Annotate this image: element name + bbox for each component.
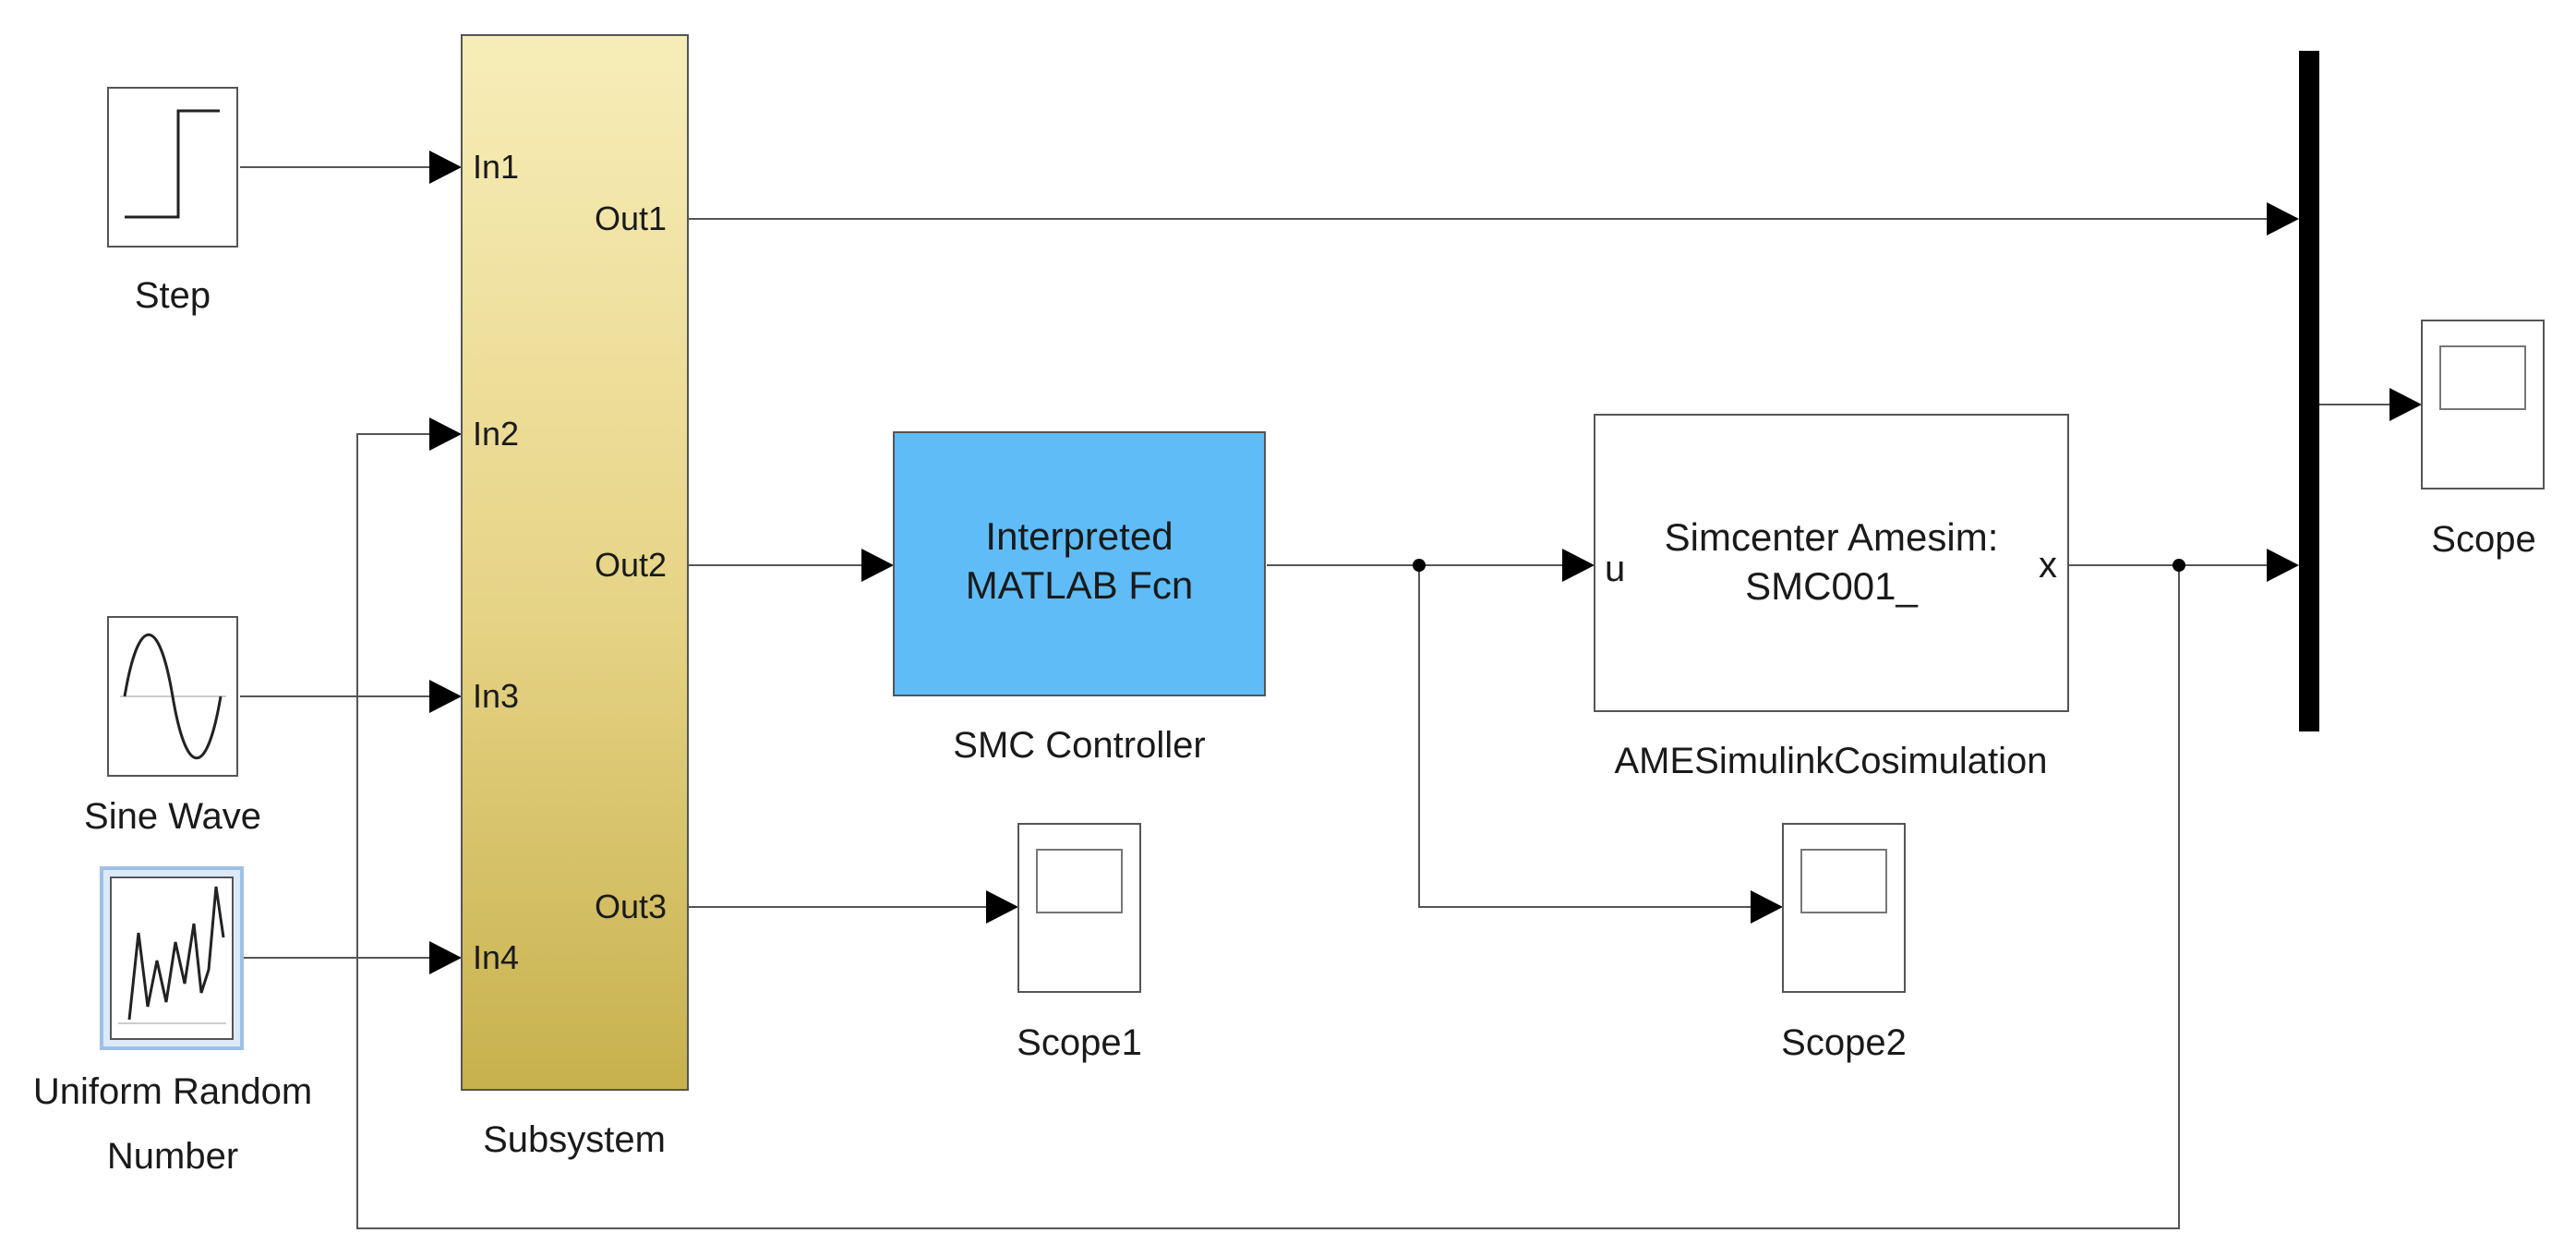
scope-screen-icon [2439,345,2526,410]
smc-controller-text-line1: Interpreted [985,514,1174,558]
wire-feedback-in2[interactable] [356,433,2180,1229]
arrow-cosim [1562,549,1595,582]
subsystem-port-in1[interactable]: In1 [473,148,520,186]
subsystem-port-out3[interactable]: Out3 [595,888,668,925]
arrow-mux-in1 [2267,202,2299,236]
scope1-block[interactable] [1017,823,1141,993]
ame-cosim-label: AMESimulinkCosimulation [1614,741,2048,781]
smc-controller-text: Interpreted MATLAB Fcn [894,513,1265,610]
subsystem-block[interactable] [461,34,689,1091]
sine-wave-label: Sine Wave [84,796,261,837]
scope1-label: Scope1 [1017,1022,1142,1063]
ame-cosim-text-line2: SMC001_ [1745,563,1918,608]
arrow-scope2 [1751,890,1783,924]
uniform-random-label-line2: Number [106,1136,239,1177]
ame-cosim-text-line1: Simcenter Amesim: [1664,515,1999,559]
arrowheads [429,151,2422,974]
arrow-in1 [429,151,462,184]
subsystem-port-out2[interactable]: Out2 [595,546,668,584]
arrow-in2 [429,417,462,451]
wire-branch-scope2[interactable] [1418,565,1754,908]
subsystem-label: Subsystem [483,1119,666,1160]
scope2-block[interactable] [1782,823,1906,993]
uniform-random-block[interactable] [100,866,244,1050]
smc-controller-label: SMC Controller [953,725,1206,766]
ame-cosim-block[interactable] [1594,414,2069,712]
signal-lines [240,166,2391,1229]
branch-point-output [2173,559,2185,572]
random-noise-icon [127,886,225,1021]
scope1-screen-icon [1036,849,1123,913]
sine-icon [123,634,223,759]
scope2-screen-icon [1800,849,1887,913]
scope-block[interactable] [2421,320,2545,490]
ame-cosim-port-u[interactable]: u [1605,549,1626,589]
arrow-mux-in2 [2267,549,2299,582]
uniform-random-label-line1: Uniform Random [32,1071,313,1112]
smc-controller-text-line2: MATLAB Fcn [965,562,1194,607]
ame-cosim-text: Simcenter Amesim: SMC001_ [1634,514,2028,610]
arrow-scope [2389,388,2422,421]
subsystem-port-in3[interactable]: In3 [473,677,520,715]
sine-wave-block[interactable] [107,616,238,777]
branch-point-controller [1413,559,1426,572]
arrow-controller [861,549,894,582]
mux-block[interactable] [2299,51,2319,731]
step-icon [125,109,220,219]
step-block[interactable] [107,87,238,248]
subsystem-port-out1[interactable]: Out1 [595,199,668,237]
arrow-in4 [429,941,462,974]
ame-cosim-port-x[interactable]: x [2039,545,2057,586]
subsystem-port-in4[interactable]: In4 [473,938,520,976]
subsystem-port-in2[interactable]: In2 [473,415,520,453]
scope2-label: Scope2 [1781,1022,1907,1063]
arrow-in3 [429,680,462,713]
arrow-scope1 [986,890,1018,924]
step-label: Step [134,275,211,316]
smc-controller-block[interactable] [893,431,1266,696]
scope-label: Scope [2431,519,2536,560]
